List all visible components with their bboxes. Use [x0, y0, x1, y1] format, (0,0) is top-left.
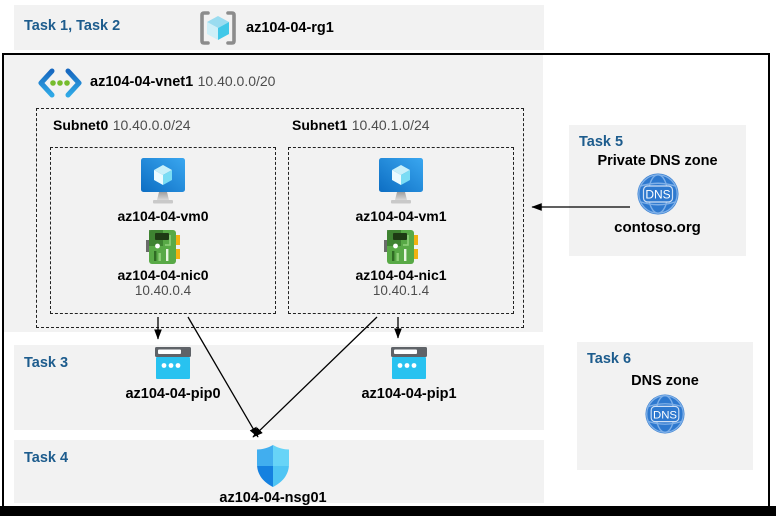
subnets-container: Subnet0 10.40.0.0/24 az104-04-vm0	[36, 108, 524, 328]
task-4-label: Task 4	[24, 450, 69, 466]
pip1-group: az104-04-pip1	[314, 347, 504, 402]
private-dns-zone-title: Private DNS zone	[597, 153, 718, 169]
dns-zone-icon: DNS	[645, 394, 685, 434]
task-6-label: Task 6	[587, 351, 632, 367]
virtual-network-icon	[38, 68, 82, 98]
nsg-shield-icon	[256, 445, 290, 487]
pip0-name: az104-04-pip0	[125, 386, 221, 402]
pip1-name: az104-04-pip1	[361, 386, 457, 402]
svg-text:DNS: DNS	[653, 409, 677, 421]
task-6-panel: Task 6 DNS zone DNS	[577, 342, 753, 470]
dns-zone-title: DNS zone	[631, 373, 699, 389]
subnet1-box: az104-04-vm1	[288, 147, 514, 314]
task-5-panel: Task 5 Private DNS zone DNS contoso.org	[569, 125, 746, 256]
vm1-icon	[378, 158, 424, 206]
nsg-name: az104-04-nsg01	[219, 490, 327, 506]
nic0-ip: 10.40.0.4	[134, 283, 192, 298]
nic1-name: az104-04-nic1	[355, 267, 447, 283]
task-1-2-panel: Task 1, Task 2 az104-04-rg1	[14, 5, 544, 50]
resource-group-icon	[198, 10, 238, 46]
subnet1-name: Subnet1	[292, 117, 348, 133]
vnet-cidr: 10.40.0.0/20	[197, 73, 276, 89]
task-4-panel: Task 4 az104-04-nsg01	[14, 440, 544, 506]
private-dns-icon: DNS	[637, 173, 679, 215]
subnet0-cidr: 10.40.0.0/24	[112, 117, 191, 133]
nsg-group: az104-04-nsg01	[178, 445, 368, 506]
task-5-label: Task 5	[579, 134, 624, 150]
pip0-group: az104-04-pip0	[78, 347, 268, 402]
nic1-icon	[384, 229, 418, 265]
vnet-name: az104-04-vnet1	[90, 74, 194, 90]
pip0-icon	[155, 347, 191, 379]
vnet-panel: az104-04-vnet1 10.40.0.0/20 Subnet0 10.4…	[4, 55, 543, 332]
private-dns-zone-name: contoso.org	[614, 219, 701, 236]
bottom-bar	[0, 506, 776, 516]
resource-group-name: az104-04-rg1	[246, 20, 334, 36]
pip1-icon	[391, 347, 427, 379]
task-3-label: Task 3	[24, 355, 69, 371]
nic0-icon	[146, 229, 180, 265]
subnet0-name: Subnet0	[53, 117, 109, 133]
vm0-icon	[140, 158, 186, 206]
task-3-panel: Task 3 az104-04-pip0	[14, 345, 544, 430]
vm1-name: az104-04-vm1	[355, 208, 447, 224]
task-1-2-label: Task 1, Task 2	[24, 18, 121, 34]
subnet1-cidr: 10.40.1.0/24	[351, 117, 430, 133]
subnet0-box: az104-04-vm0	[50, 147, 276, 314]
nic0-name: az104-04-nic0	[117, 267, 209, 283]
vm0-name: az104-04-vm0	[117, 208, 209, 224]
nic1-ip: 10.40.1.4	[372, 283, 430, 298]
svg-text:DNS: DNS	[645, 188, 670, 202]
